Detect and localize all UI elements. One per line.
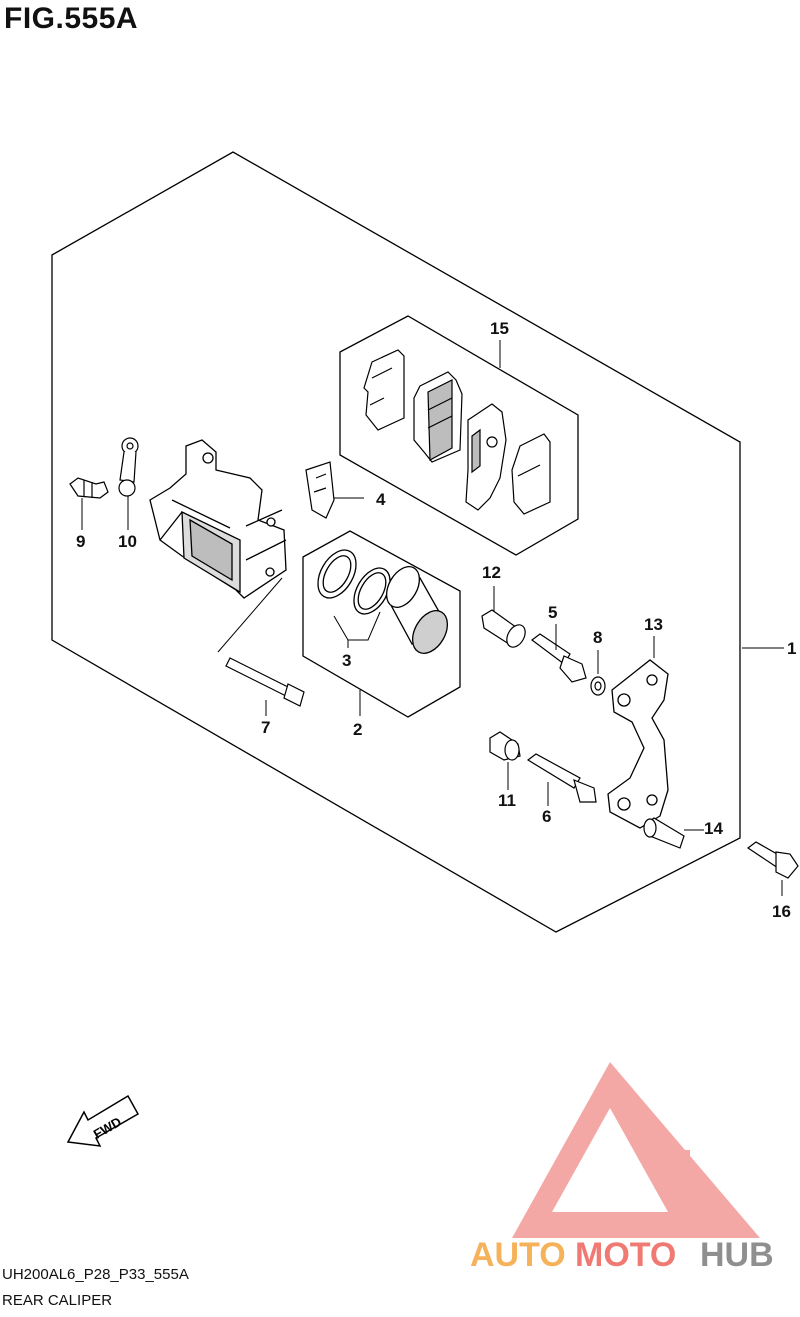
piston (385, 566, 448, 654)
bolt-16 (746, 841, 799, 879)
callout-7: 7 (261, 718, 270, 737)
callout-4: 4 (376, 490, 386, 509)
sleeve-12 (481, 609, 526, 648)
callout-11: 11 (498, 791, 516, 810)
collar-14 (643, 817, 685, 849)
callout-2: 2 (353, 720, 362, 739)
leader-lines (81, 340, 784, 896)
watermark-hub: HUB (700, 1236, 774, 1274)
figure-title: FIG.555A (4, 2, 139, 35)
callout-12: 12 (482, 563, 501, 582)
pad-set-outline (339, 315, 579, 556)
figure-name: REAR CALIPER (2, 1292, 113, 1309)
pin-locator-line (217, 577, 283, 653)
washer-8 (590, 676, 606, 696)
piston-set-outline (302, 530, 461, 718)
caliper-pin-6 (526, 753, 597, 803)
caliper-pin-5 (531, 633, 587, 683)
watermark-logo (512, 1062, 760, 1238)
bleeder-screw (69, 477, 109, 499)
caliper-bracket (607, 659, 669, 829)
callout-labels: 1 2 3 4 5 6 7 8 9 10 11 12 13 14 15 16 (76, 319, 796, 921)
callout-9: 9 (76, 532, 85, 551)
caliper-pin-7 (225, 657, 305, 707)
callout-5: 5 (548, 603, 557, 622)
piston-seals (317, 549, 391, 615)
callout-1: 1 (787, 639, 796, 658)
callout-3: 3 (342, 651, 351, 670)
watermark-wordmark: AUTO MOTO HUB (470, 1236, 774, 1274)
watermark-moto: MOTO (575, 1236, 676, 1274)
forward-direction-arrow: FWD (66, 1094, 140, 1147)
bleeder-cap (118, 437, 139, 497)
fwd-arrow-icon (66, 1094, 140, 1147)
callout-6: 6 (542, 807, 551, 826)
boot-11 (489, 731, 521, 761)
callout-14: 14 (704, 819, 723, 838)
callout-15: 15 (490, 319, 509, 338)
figure-code: UH200AL6_P28_P33_555A (2, 1266, 189, 1283)
caliper-body (149, 439, 287, 599)
watermark-auto: AUTO (470, 1236, 566, 1274)
assembly-outline (51, 151, 741, 933)
callout-13: 13 (644, 615, 663, 634)
brake-pad-shims (363, 349, 551, 515)
pad-spring (305, 461, 335, 519)
callout-16: 16 (772, 902, 791, 921)
callout-8: 8 (593, 628, 602, 647)
callout-10: 10 (118, 532, 137, 551)
